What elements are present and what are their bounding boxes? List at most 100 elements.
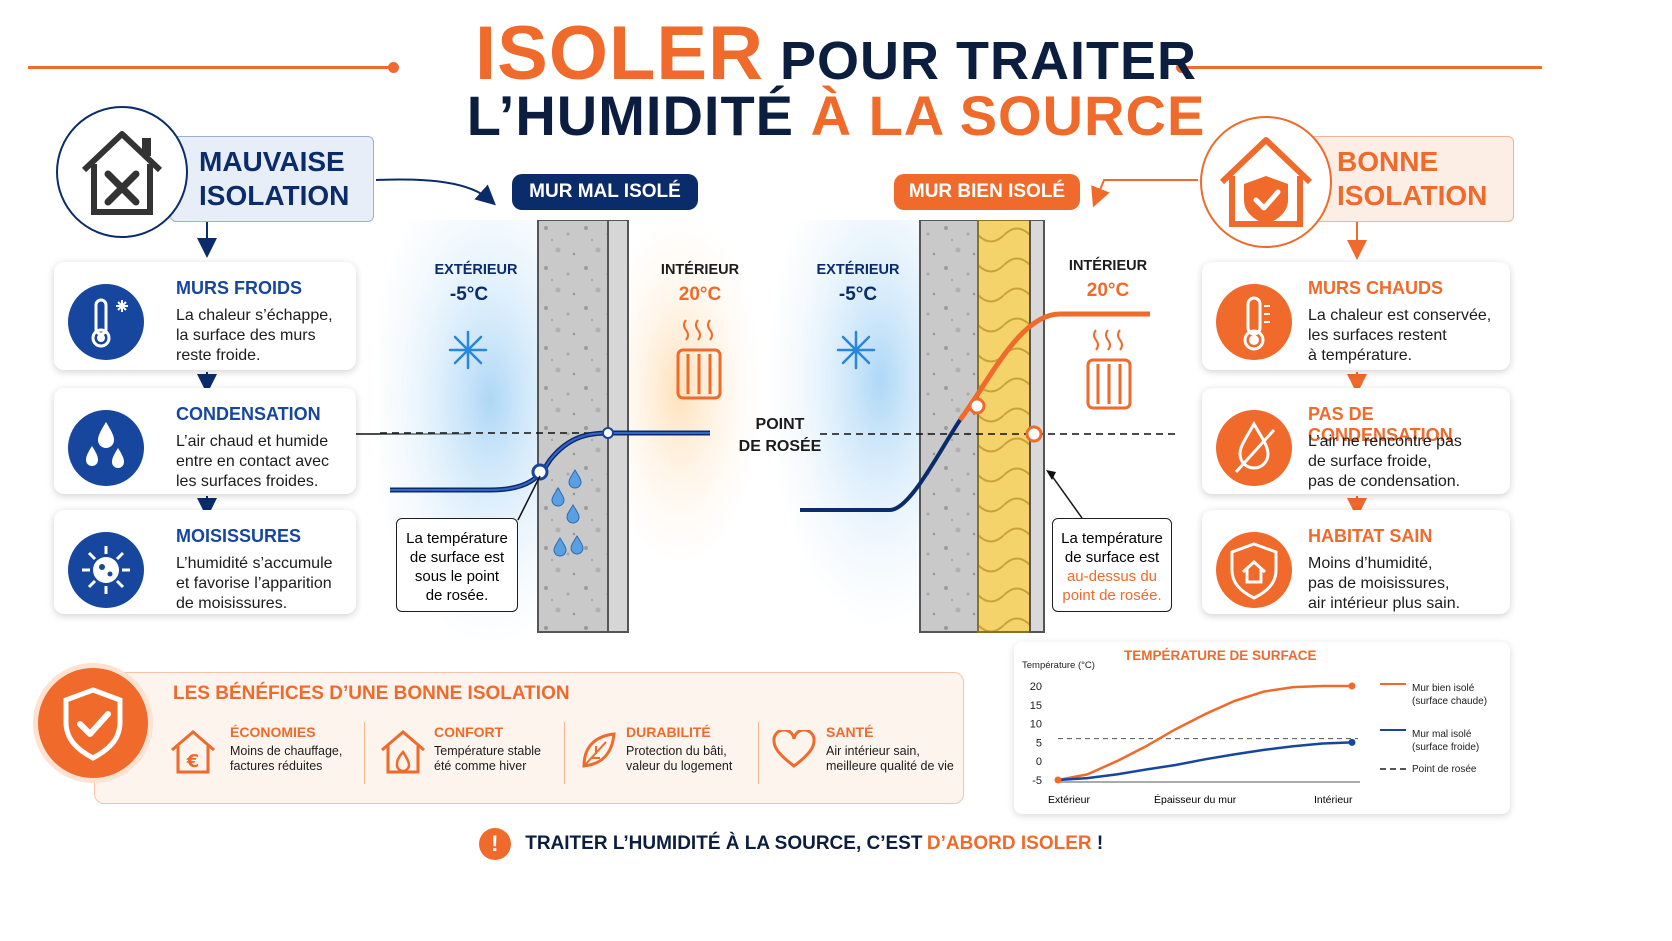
card-text-line: entre en contact avec — [176, 453, 329, 470]
callout-line: de surface est — [1064, 549, 1160, 566]
chart-ylabel: Température (°C) — [1022, 660, 1095, 671]
card-text: L’humidité s’accumule et favorise l’appa… — [176, 554, 333, 614]
card-text-line: L’humidité s’accumule — [176, 555, 333, 572]
benefit-title: DURABILITÉ — [626, 724, 711, 740]
benefit-text: Air intérieur sain, meilleure qualité de… — [826, 744, 954, 774]
title-dot-right — [1176, 62, 1187, 73]
legend-bad-label: Mur mal isolé — [1412, 729, 1472, 740]
benefit-text-line: été comme hiver — [434, 759, 527, 773]
callout-line-highlight: point de rosée. — [1062, 587, 1162, 604]
callout-line: La température — [1061, 530, 1163, 547]
footer-warning: ! TRAITER L’HUMIDITÉ À LA SOURCE, C’EST … — [0, 828, 1672, 868]
thermometer-snow-icon — [91, 298, 128, 348]
no-drop-icon — [1234, 420, 1276, 474]
callout-line: sous le point — [414, 568, 500, 585]
dew-point-line1: POINT — [755, 416, 805, 433]
card-text-line: La chaleur s’échappe, — [176, 307, 333, 324]
x-tick-epaisseur: Épaisseur du mur — [1154, 794, 1237, 806]
card-text-line: air intérieur plus sain. — [1308, 595, 1461, 612]
good-outside-label: EXTÉRIEUR — [816, 262, 900, 278]
benefit-durabilite: DURABILITÉ Protection du bâti, valeur du… — [576, 720, 766, 784]
card-text-line: et favorise l’apparition — [176, 575, 332, 592]
card-text-line: de moisissures. — [176, 595, 288, 612]
good-callout: La température de surface est au-dessus … — [1052, 518, 1172, 612]
bad-house-badge — [56, 106, 188, 238]
series-end-point-bad — [1348, 738, 1356, 746]
benefits-title: LES BÉNÉFICES D’UNE BONNE ISOLATION — [173, 683, 570, 704]
benefit-confort: CONFORT Température stable été comme hiv… — [378, 720, 568, 784]
bad-inside-temp: 20°C — [678, 284, 722, 305]
good-inside-label: INTÉRIEUR — [1068, 258, 1148, 274]
title-word-isoler: ISOLER — [475, 11, 764, 96]
wall-label-good: MUR BIEN ISOLÉ — [894, 174, 1080, 210]
benefit-text-line: valeur du logement — [626, 759, 733, 773]
bad-inside-label: INTÉRIEUR — [660, 262, 740, 278]
thermometer-cold-badge — [68, 284, 144, 360]
footer-suffix: ! — [1091, 833, 1104, 854]
y-tick-label: 15 — [1030, 700, 1042, 712]
page-title: ISOLER POUR TRAITER — [0, 14, 1672, 101]
footer-highlight: D’ABORD ISOLER — [926, 833, 1092, 854]
card-title: CONDENSATION — [176, 404, 321, 424]
card-text: La chaleur est conservée, les surfaces r… — [1308, 306, 1491, 366]
series-line-bad — [1057, 741, 1353, 782]
card-text-line: Moins d’humidité, — [1308, 555, 1433, 572]
shield-check-icon — [63, 687, 123, 761]
card-title: MURS CHAUDS — [1308, 278, 1443, 298]
benefit-text-line: meilleure qualité de vie — [826, 759, 954, 773]
card-title: MURS FROIDS — [176, 278, 302, 298]
wall-diagram — [380, 220, 1175, 640]
title-word-humidite: L’HUMIDITÉ — [466, 84, 795, 147]
bad-callout: La température de surface est sous le po… — [396, 518, 518, 612]
benefit-sante: SANTÉ Air intérieur sain, meilleure qual… — [772, 720, 962, 784]
droplets-badge — [68, 410, 144, 486]
card-text-line: L’air chaud et humide — [176, 433, 329, 450]
benefit-text-line: Protection du bâti, — [626, 744, 727, 758]
y-tick-label: 20 — [1030, 681, 1042, 693]
house-shield-icon — [1219, 137, 1313, 227]
legend-dew: Point de rosée — [1380, 764, 1477, 775]
title-word-pour-traiter: POUR TRAITER — [779, 31, 1197, 91]
callout-line: La température — [406, 530, 508, 547]
warning-icon: ! — [478, 828, 511, 860]
card-text-line: la surface des murs — [176, 327, 316, 344]
good-insulation-header: BONNE ISOLATION — [1300, 136, 1514, 222]
benefits-panel: LES BÉNÉFICES D’UNE BONNE ISOLATION — [94, 672, 964, 804]
card-murs-froids: MURS FROIDS La chaleur s’échappe, la sur… — [54, 262, 356, 370]
card-text-line: de surface froide, — [1308, 453, 1432, 470]
benefit-text-line: factures réduites — [230, 759, 323, 773]
benefit-economies: € ÉCONOMIES Moins de chauffage, factures… — [168, 720, 358, 784]
callout-line-highlight: au-dessus du — [1066, 568, 1158, 585]
card-text: L’air ne rencontre pas de surface froide… — [1308, 432, 1462, 492]
card-text: Moins d’humidité, pas de moisissures, ai… — [1308, 554, 1460, 614]
card-text: L’air chaud et humide entre en contact a… — [176, 432, 329, 492]
benefit-text-line: Moins de chauffage, — [230, 744, 343, 758]
x-tick-interieur: Intérieur — [1314, 794, 1353, 806]
series-line-good — [1057, 684, 1352, 782]
thermometer-icon — [1243, 296, 1270, 351]
card-text-line: pas de condensation. — [1308, 473, 1461, 490]
house-flame-icon — [381, 730, 425, 774]
leaf-icon — [582, 732, 616, 768]
card-habitat-sain: HABITAT SAIN Moins d’humidité, pas de mo… — [1202, 510, 1510, 614]
legend-bad-sublabel: (surface froide) — [1412, 742, 1480, 753]
surface-temperature-chart-panel: TEMPÉRATURE DE SURFACE Température (°C) … — [1014, 642, 1510, 814]
card-text-line: L’air ne rencontre pas — [1308, 433, 1462, 450]
series-start-point — [1054, 776, 1062, 784]
benefit-divider — [758, 722, 759, 784]
shield-house-badge — [1216, 532, 1292, 608]
card-title: MOISISSURES — [176, 526, 302, 546]
card-pas-de-condensation: PAS DE CONDENSATION L’air ne rencontre p… — [1202, 388, 1510, 494]
chart-title: TEMPÉRATURE DE SURFACE — [1124, 648, 1317, 663]
card-text: La chaleur s’échappe, la surface des mur… — [176, 306, 333, 366]
card-condensation: CONDENSATION L’air chaud et humide entre… — [54, 388, 356, 494]
heart-icon — [772, 730, 816, 768]
benefit-text: Protection du bâti, valeur du logement — [626, 744, 732, 774]
bad-outside-temp: -5°C — [449, 284, 489, 305]
card-text-line: La chaleur est conservée, — [1308, 307, 1492, 324]
good-header-line2: ISOLATION — [1337, 180, 1488, 211]
card-moisissures: MOISISSURES L’humidité s’accumule et fav… — [54, 510, 356, 614]
no-drop-badge — [1216, 410, 1292, 486]
card-text-line: reste froide. — [176, 347, 261, 364]
